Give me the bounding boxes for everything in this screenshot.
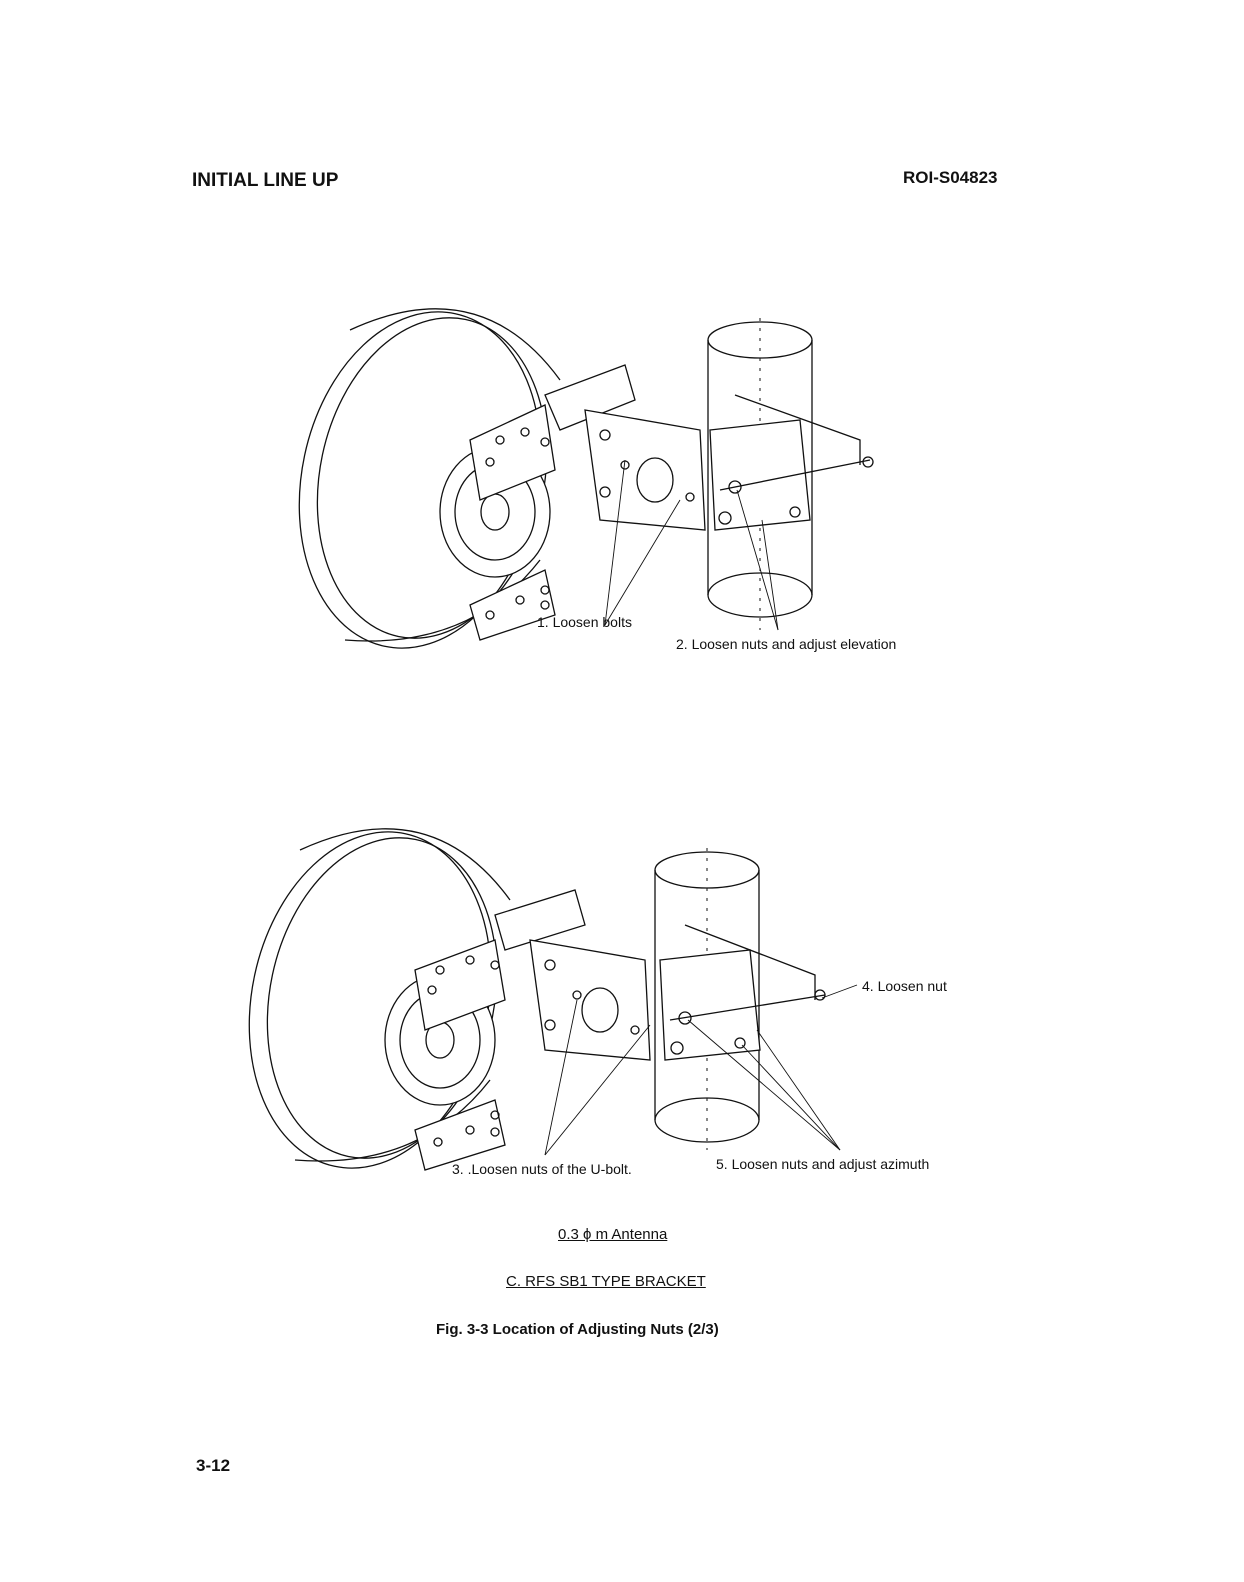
antenna-caption: 0.3 ϕ m Antenna [558,1226,667,1243]
callout-loosen-bolts: 1. Loosen bolts [537,614,632,630]
callout-loosen-nut: 4. Loosen nut [862,978,947,994]
figure-title: Fig. 3-3 Location of Adjusting Nuts (2/3… [436,1321,719,1338]
page-number: 3-12 [196,1456,230,1476]
callout-loosen-nuts-elevation: 2. Loosen nuts and adjust elevation [676,636,896,652]
callout-loosen-nuts-azimuth: 5. Loosen nuts and adjust azimuth [716,1156,929,1172]
callout-loosen-nuts-ubolt: 3. .Loosen nuts of the U-bolt. [452,1161,632,1177]
bracket-caption: C. RFS SB1 TYPE BRACKET [506,1273,706,1290]
bottom-antenna-illustration [219,809,857,1191]
